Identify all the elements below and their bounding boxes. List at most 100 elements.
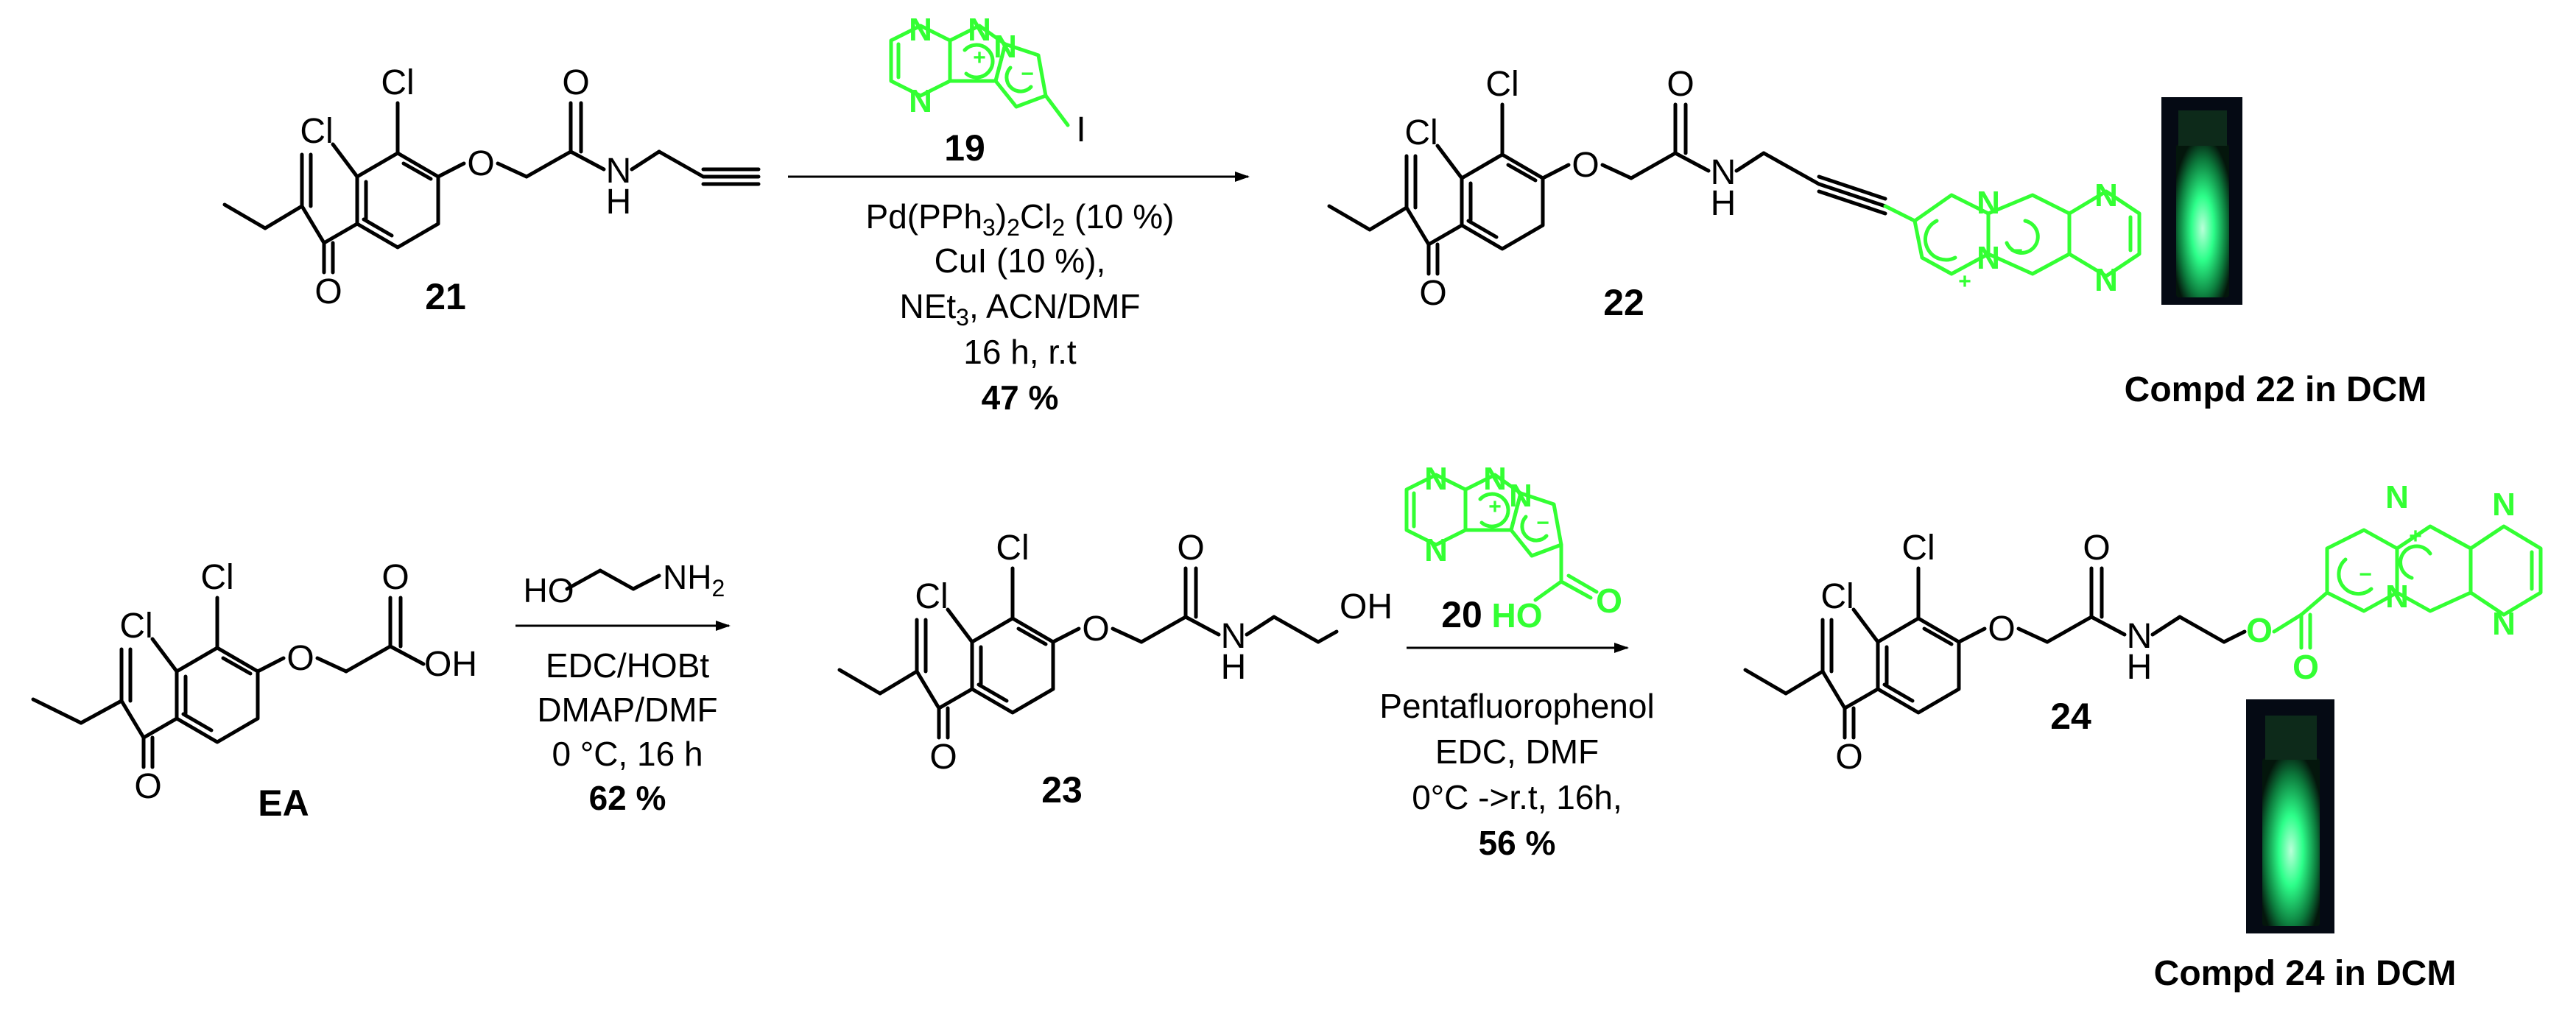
ether-oxygen: O: [1988, 610, 2015, 649]
dye-nitrogen: N: [2094, 262, 2118, 298]
carbonyl-oxygen: O: [2292, 648, 2319, 686]
additive-line: DMAP/DMF: [537, 691, 717, 729]
amide-oxygen: O: [1177, 529, 1204, 568]
dye-nitrogen: N: [1977, 185, 2000, 221]
ketone-oxygen: O: [314, 272, 342, 311]
ether-oxygen: O: [286, 639, 314, 678]
chlorine-atom: Cl: [1820, 577, 1854, 616]
ethanolamine-bond: [565, 568, 602, 591]
reagent-ethanolamine: HO NH2: [524, 558, 725, 610]
amide-hydrogen: H: [2127, 648, 2153, 687]
negative-charge: −: [1536, 511, 1549, 535]
ether-oxygen: O: [467, 144, 494, 183]
iodine-atom: I: [1076, 110, 1085, 149]
time-temp-line: 0°C ->r.t, 16h,: [1412, 778, 1622, 816]
amide-nitrogen: N: [1711, 153, 1736, 192]
photo-caption: Compd 24 in DCM: [2154, 954, 2457, 993]
ether-oxygen: O: [1082, 610, 1109, 649]
hydroxyl-group: OH: [424, 645, 477, 684]
bottom-conditions-2: Pentafluorophenol EDC, DMF 0°C ->r.t, 16…: [1379, 687, 1654, 862]
amide-oxygen: O: [562, 63, 589, 102]
dye-nitrogen: N: [909, 83, 932, 119]
dye-nitrogen: N: [2492, 606, 2516, 642]
bottom-conditions-1: EDC/HOBt DMAP/DMF 0 °C, 16 h 62 %: [537, 646, 717, 817]
compound-23: Cl Cl O O N H OH O 23: [837, 529, 1393, 811]
compound-number: 21: [425, 276, 466, 317]
amide-oxygen: O: [1667, 65, 1694, 104]
coupling-line: EDC/HOBt: [546, 646, 710, 685]
amide-nitrogen: N: [606, 152, 632, 191]
positive-charge: +: [1488, 495, 1502, 519]
ketone-oxygen: O: [1835, 738, 1862, 777]
dye-nitrogen: N: [2385, 479, 2409, 515]
chlorine-atom: Cl: [996, 529, 1029, 568]
hydroxyl-group: OH: [1340, 587, 1393, 626]
ethanolamine-bond: [598, 568, 636, 591]
chlorine-atom: Cl: [1404, 113, 1437, 152]
reagent-number: 19: [944, 127, 985, 169]
positive-charge: +: [973, 46, 986, 70]
compound-24-bonds: [1743, 566, 2247, 740]
catalyst-line: Pd(PPh3)2Cl2 (10 %): [866, 197, 1175, 241]
positive-charge: +: [1958, 269, 1971, 294]
dye-24-bonds: [2272, 524, 2543, 650]
chlorine-atom: Cl: [119, 607, 152, 646]
dye-nitrogen: N: [2094, 177, 2118, 213]
dye-nitrogen: N: [1977, 240, 2000, 276]
acid-oxygen: O: [381, 558, 409, 597]
time-temp-line: 0 °C, 16 h: [552, 735, 703, 773]
dye-19-bonds: [889, 24, 1070, 127]
fluorescence-photo-22: Compd 22 in DCM: [2125, 97, 2427, 409]
dye-nitrogen: N: [1483, 461, 1507, 497]
reagent-number: 20: [1441, 594, 1482, 635]
amide-hydrogen: H: [606, 183, 632, 222]
yield-label: 62 %: [589, 779, 666, 817]
compound-number: EA: [258, 783, 309, 824]
coupling-line: EDC, DMF: [1435, 732, 1599, 771]
dye-20-bonds: [1404, 473, 1599, 602]
chlorine-atom: Cl: [1485, 65, 1518, 104]
compound-22: Cl Cl O O N H O N N N N + − 22: [1327, 65, 2142, 323]
amide-oxygen: O: [2083, 529, 2110, 568]
compound-21-bonds: [222, 101, 761, 275]
amide-hydrogen: H: [1711, 184, 1736, 223]
compound-ea: Cl Cl O O OH O EA: [31, 558, 477, 824]
yield-label: 56 %: [1479, 824, 1556, 862]
negative-charge: −: [2010, 239, 2023, 263]
time-temp-line: 16 h, r.t: [963, 333, 1077, 371]
dye-22-bonds: [1883, 189, 2142, 278]
hydroxyl-group: HO: [524, 571, 574, 610]
chlorine-atom: Cl: [200, 558, 233, 597]
dye-nitrogen: N: [1424, 461, 1448, 497]
compound-22-bonds: [1327, 102, 1887, 276]
photo-caption: Compd 22 in DCM: [2125, 370, 2427, 409]
compound-21: Cl Cl O O N H O 21: [222, 63, 761, 317]
chlorine-atom: Cl: [1901, 529, 1935, 568]
activator-line: Pentafluorophenol: [1379, 687, 1654, 725]
fluorescence-photo-24: Compd 24 in DCM: [2154, 699, 2457, 993]
dye-nitrogen: N: [968, 12, 991, 48]
reagent-19: N N N N + − I 19: [889, 12, 1086, 169]
carbonyl-oxygen: O: [1596, 582, 1622, 620]
compound-number: 24: [2050, 696, 2091, 737]
dye-nitrogen: N: [1509, 478, 1532, 514]
yield-label: 47 %: [982, 378, 1059, 417]
hydroxyl-group: HO: [1492, 596, 1543, 635]
cocatalyst-line: CuI (10 %),: [935, 241, 1106, 280]
dye-nitrogen: N: [2385, 579, 2409, 615]
dye-nitrogen: N: [2492, 487, 2516, 523]
compound-number: 22: [1603, 282, 1644, 323]
compound-23-bonds: [837, 566, 1339, 740]
ketone-oxygen: O: [134, 767, 161, 806]
dye-nitrogen: N: [909, 12, 932, 48]
compound-ea-bonds: [31, 596, 426, 769]
ketone-oxygen: O: [1419, 274, 1446, 313]
ether-oxygen: O: [1572, 146, 1599, 185]
chlorine-atom: Cl: [915, 577, 948, 616]
amide-hydrogen: H: [1221, 648, 1247, 687]
chlorine-atom: Cl: [381, 63, 414, 102]
reagent-20: N N N N + − HO O 20: [1404, 461, 1622, 635]
dye-nitrogen: N: [993, 29, 1017, 65]
amide-nitrogen: N: [1221, 617, 1247, 656]
amide-nitrogen: N: [2127, 617, 2153, 656]
